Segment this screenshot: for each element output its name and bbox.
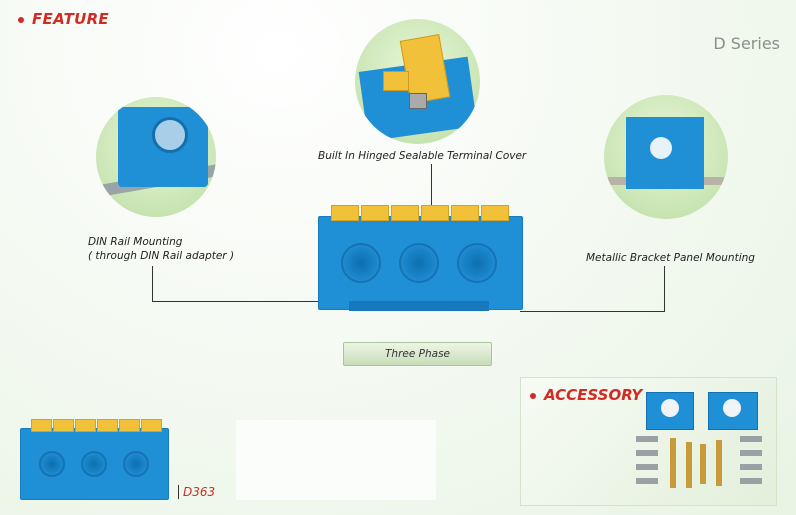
terminal-cap xyxy=(331,205,359,221)
din-leader-horizontal xyxy=(152,301,328,302)
din-rail-photo xyxy=(96,97,216,217)
brass-strip xyxy=(670,438,676,488)
terminal-cap xyxy=(421,205,449,221)
conductor-hole xyxy=(123,451,149,477)
din-ct-hole-shape xyxy=(152,117,188,153)
terminal-cap xyxy=(481,205,509,221)
conductor-hole xyxy=(399,243,439,283)
terminal-block-shape xyxy=(383,71,409,91)
metal-clip xyxy=(636,478,658,484)
adapter-hole xyxy=(723,399,741,417)
terminal-cap xyxy=(451,205,479,221)
terminal-cap xyxy=(97,419,118,432)
brass-strip xyxy=(700,444,706,484)
terminal-cap xyxy=(31,419,52,432)
accessory-title: ACCESSORY xyxy=(544,386,643,404)
terminal-cover-photo xyxy=(355,19,480,144)
feature-title: FEATURE xyxy=(32,10,109,28)
bracket-hardware-set xyxy=(636,436,766,492)
din-leader-vertical xyxy=(152,266,153,302)
brass-strip xyxy=(716,440,722,486)
adapter-plate-2 xyxy=(708,392,758,430)
faded-area xyxy=(236,420,436,500)
metal-clip xyxy=(636,436,658,442)
metal-clip xyxy=(636,450,658,456)
three-phase-ct-image xyxy=(318,205,523,311)
bracket-photo xyxy=(604,95,728,219)
metal-clip xyxy=(740,478,762,484)
accessory-heading: ACCESSORY xyxy=(530,386,642,404)
brass-strip xyxy=(686,442,692,488)
feature-heading: FEATURE xyxy=(18,10,109,28)
model-label: D363 xyxy=(178,485,215,499)
bracket-ct-label-shape xyxy=(650,137,672,159)
bracket-leader-horizontal xyxy=(520,311,665,312)
screw-terminal-shape xyxy=(409,93,427,109)
adapter-hole xyxy=(661,399,679,417)
adapter-plate-1 xyxy=(646,392,694,430)
din-caption-1: DIN Rail Mounting xyxy=(88,236,183,248)
conductor-hole xyxy=(81,451,107,477)
bracket-caption: Metallic Bracket Panel Mounting xyxy=(586,252,755,264)
conductor-hole xyxy=(341,243,381,283)
metal-clip xyxy=(740,436,762,442)
terminal-cover-caption: Built In Hinged Sealable Terminal Cover xyxy=(318,150,527,162)
d363-ct-image xyxy=(20,419,169,500)
terminal-cover-leader xyxy=(431,164,432,212)
metal-clip xyxy=(740,464,762,470)
three-phase-button[interactable]: Three Phase xyxy=(343,342,492,366)
terminal-cap xyxy=(53,419,74,432)
series-label: D Series xyxy=(713,34,780,53)
terminal-cap xyxy=(391,205,419,221)
terminal-cap xyxy=(361,205,389,221)
terminal-cap xyxy=(141,419,162,432)
bullet-icon xyxy=(18,16,24,23)
din-caption-2: ( through DIN Rail adapter ) xyxy=(88,250,235,262)
terminal-cap xyxy=(119,419,140,432)
bracket-leader-vertical xyxy=(664,266,665,312)
terminal-cap xyxy=(75,419,96,432)
metal-clip xyxy=(636,464,658,470)
mounting-foot xyxy=(349,301,489,311)
conductor-hole xyxy=(457,243,497,283)
conductor-hole xyxy=(39,451,65,477)
metal-clip xyxy=(740,450,762,456)
bullet-icon xyxy=(530,392,536,399)
